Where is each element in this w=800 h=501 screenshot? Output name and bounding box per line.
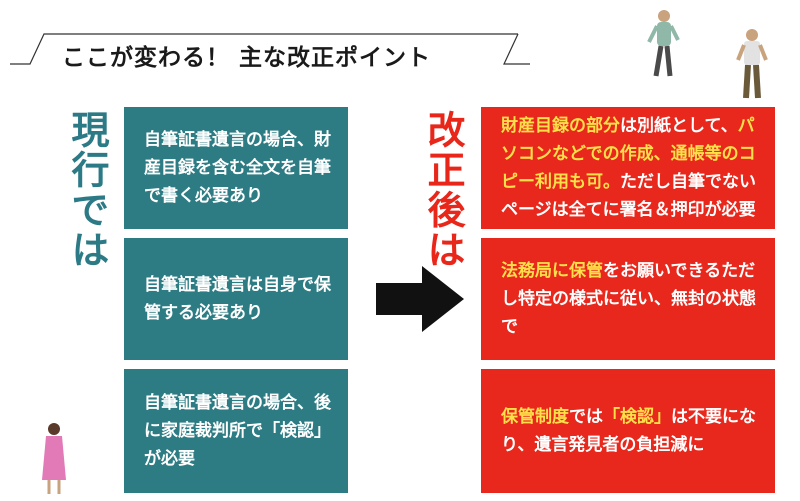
revised-item-2-text: 法務局に保管をお願いできるただし特定の様式に従い、無封の状態で (501, 257, 765, 341)
highlighted-text: 財産目録の部分 (501, 116, 620, 136)
revised-label: 改正後は (421, 110, 465, 270)
current-label: 現行では (65, 110, 109, 270)
current-item-1-text: 自筆証書遺言の場合、財産目録を含む全文を自筆で書く必要あり (144, 130, 331, 206)
current-item-2-text: 自筆証書遺言は自身で保管する必要あり (144, 275, 331, 323)
body-text: は不要になり、遺言発見者の負担減に (501, 407, 756, 455)
body-text: をお願いできるただし特定の様式に従い、無封の状態で (501, 261, 756, 337)
body-text: は別紙として、 (620, 116, 738, 136)
revised-item-3: 保管制度では「検認」は不要になり、遺言発見者の負担減に (481, 369, 775, 493)
revised-item-1-text: 財産目録の部分は別紙として、パソコンなどでの作成、通帳等のコピー利用も可。ただし… (501, 112, 765, 224)
body-text: では (569, 407, 603, 427)
current-item-2: 自筆証書遺言は自身で保管する必要あり (124, 238, 348, 360)
title-frame (10, 33, 530, 65)
standing-man-figure (736, 29, 768, 99)
highlighted-text: 法務局に保管 (501, 261, 603, 281)
highlighted-text: 「検認」 (603, 407, 671, 427)
current-item-1: 自筆証書遺言の場合、財産目録を含む全文を自筆で書く必要あり (124, 107, 348, 229)
highlighted-text: 保管制度 (501, 407, 569, 427)
woman-figure (42, 423, 66, 494)
current-item-3-text: 自筆証書遺言の場合、後に家庭裁判所で「検認」が必要 (144, 393, 331, 469)
revised-item-1: 財産目録の部分は別紙として、パソコンなどでの作成、通帳等のコピー利用も可。ただし… (481, 107, 775, 229)
walking-man-figure (647, 10, 680, 77)
page-title: ここが変わる！ 主な改正ポイント (62, 45, 432, 71)
right-arrow-icon (376, 266, 464, 332)
highlighted-text: パソコンなどでの作成、通帳等のコピー利用も可。 (501, 116, 756, 192)
current-item-3: 自筆証書遺言の場合、後に家庭裁判所で「検認」が必要 (124, 369, 348, 493)
revised-item-2: 法務局に保管をお願いできるただし特定の様式に従い、無封の状態で (481, 238, 775, 360)
body-text: ただし自筆でないページは全てに署名＆押印が必要 (501, 172, 756, 220)
revised-item-3-text: 保管制度では「検認」は不要になり、遺言発見者の負担減に (501, 403, 765, 459)
